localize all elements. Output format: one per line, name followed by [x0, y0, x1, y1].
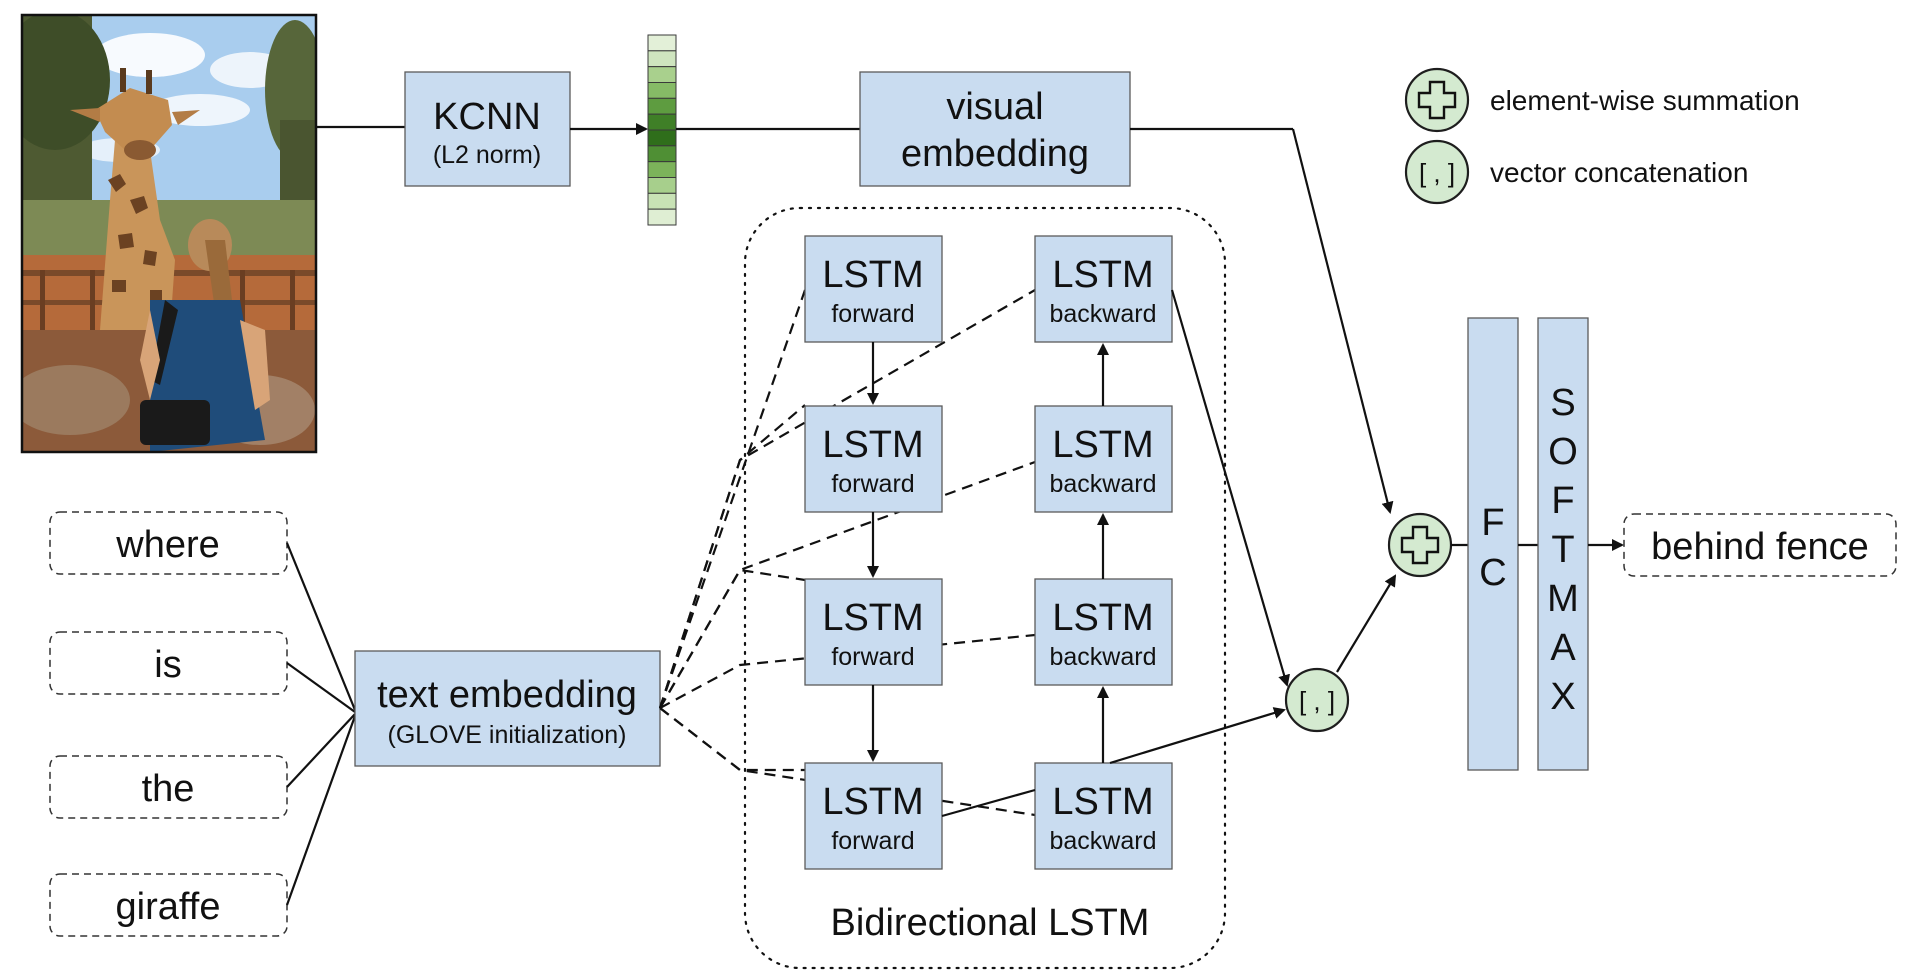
- edge-backward-concat: [1170, 289, 1290, 687]
- lstm-backward-4-dir: backward: [1050, 827, 1157, 855]
- kcnn-title: KCNN: [433, 96, 541, 138]
- feature-vector-cell: [647, 161, 677, 179]
- lstm-backward-2-dir: backward: [1050, 470, 1157, 498]
- concat-node: [ , ]: [1284, 667, 1350, 733]
- output-answer: behind fence: [1623, 513, 1897, 577]
- visual-embedding-box: visual embedding: [859, 71, 1131, 187]
- lstm-backward-4: LSTM backward: [1034, 762, 1173, 870]
- feature-vector-cell: [647, 113, 677, 131]
- lstm-forward-2: LSTM forward: [804, 405, 943, 513]
- lstm-forward-1-dir: forward: [831, 300, 914, 328]
- text-embedding-subtitle: (GLOVE initialization): [388, 721, 627, 749]
- word-is: is: [49, 631, 288, 695]
- word-the-text: the: [142, 768, 195, 810]
- lstm-backward-3-dir: backward: [1050, 643, 1157, 671]
- word-where: where: [49, 511, 288, 575]
- feature-vector-cell: [647, 82, 677, 99]
- edge-forward-concat: [1109, 707, 1286, 765]
- lstm-backward-3-label: LSTM: [1052, 597, 1153, 639]
- legend-sum-icon: [1404, 67, 1470, 133]
- text-embedding-box: text embedding (GLOVE initialization): [354, 650, 661, 767]
- legend-concat-icon: [ , ]: [1404, 139, 1470, 205]
- kcnn-box: KCNN (L2 norm): [404, 71, 571, 187]
- edge-concat-sum: [1336, 574, 1397, 673]
- lstm-forward-3-label: LSTM: [822, 597, 923, 639]
- feature-vector-cell: [647, 50, 677, 68]
- feature-vector-cell: [647, 192, 677, 210]
- feature-vector: [647, 34, 677, 226]
- bilstm-label: Bidirectional LSTM: [831, 902, 1150, 944]
- legend: element-wise summation [ , ] vector conc…: [1404, 67, 1800, 205]
- concat-symbol: [ , ]: [1299, 686, 1335, 716]
- photo-frame: [20, 13, 318, 454]
- lstm-backward-1-label: LSTM: [1052, 254, 1153, 296]
- feature-vector-cell: [647, 145, 677, 163]
- visual-embedding-line1: visual: [946, 86, 1043, 128]
- word-giraffe-text: giraffe: [116, 886, 221, 928]
- lstm-forward-1: LSTM forward: [804, 235, 943, 343]
- word-is-text: is: [154, 644, 181, 686]
- word-where-text: where: [115, 524, 220, 566]
- edge-visual-sum: [1291, 128, 1394, 514]
- word-giraffe: giraffe: [49, 873, 288, 937]
- feature-vector-cell: [647, 97, 677, 115]
- lstm-forward-4: LSTM forward: [804, 762, 943, 870]
- lstm-backward-1: LSTM backward: [1034, 235, 1173, 343]
- edges-words-text-embedding: [285, 542, 357, 906]
- feature-vector-cell: [647, 208, 677, 226]
- legend-concat-symbol: [ , ]: [1419, 158, 1455, 188]
- visual-embedding-line2: embedding: [901, 133, 1089, 175]
- feature-vector-cell: [647, 66, 677, 83]
- lstm-forward-3: LSTM forward: [804, 578, 943, 686]
- lstm-backward-1-dir: backward: [1050, 300, 1157, 328]
- feature-vector-cell: [647, 34, 677, 52]
- legend-sum-label: element-wise summation: [1490, 85, 1800, 116]
- lstm-forward-1-label: LSTM: [822, 254, 923, 296]
- input-photo: [22, 15, 316, 452]
- output-answer-text: behind fence: [1651, 526, 1869, 568]
- lstm-forward-3-dir: forward: [831, 643, 914, 671]
- legend-concat-label: vector concatenation: [1490, 157, 1748, 188]
- edges-text-embedding-lstm: [658, 289, 1036, 817]
- text-embedding-title: text embedding: [377, 674, 637, 716]
- lstm-forward-4-label: LSTM: [822, 781, 923, 823]
- lstm-backward-2-label: LSTM: [1052, 424, 1153, 466]
- sum-node: [1387, 512, 1453, 578]
- lstm-forward-2-dir: forward: [831, 470, 914, 498]
- lstm-forward-2-label: LSTM: [822, 424, 923, 466]
- lstm-backward-3: LSTM backward: [1034, 578, 1173, 686]
- lstm-backward-2: LSTM backward: [1034, 405, 1173, 513]
- lstm-backward-4-label: LSTM: [1052, 781, 1153, 823]
- lstm-forward-4-dir: forward: [831, 827, 914, 855]
- edge-forward-last: [941, 788, 1036, 818]
- feature-vector-cell: [647, 129, 677, 147]
- word-the: the: [49, 755, 288, 819]
- kcnn-subtitle: (L2 norm): [433, 141, 541, 169]
- bilstm-frame: [743, 206, 1227, 970]
- feature-vector-cell: [647, 177, 677, 194]
